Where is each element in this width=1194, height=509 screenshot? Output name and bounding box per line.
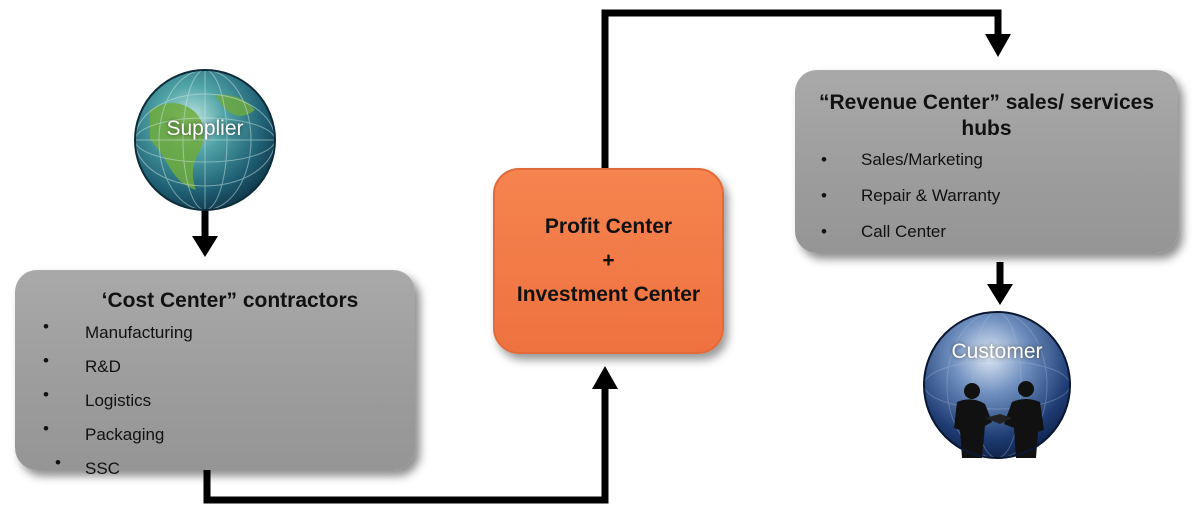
list-item: • Repair & Warranty — [821, 184, 1001, 220]
arrow-profit-to-revenue — [601, 9, 1011, 168]
profit-center-title: Profit Center — [544, 215, 673, 238]
arrow-supplier-to-cost — [192, 206, 218, 257]
list-item-label: Sales/Marketing — [861, 150, 983, 169]
profit-center-box: Profit Center + Investment Center — [493, 168, 724, 354]
list-item-label: R&D — [85, 357, 121, 376]
bullet-dot: • — [55, 453, 61, 472]
cost-center-box: ‘Cost Center” contractors • Manufacturing… — [15, 270, 415, 478]
profit-center-plus: + — [602, 249, 615, 272]
revenue-center-list: • Sales/Marketing • Repair & Warranty • Cal… — [821, 148, 1001, 256]
list-item: • Packaging — [43, 418, 193, 452]
list-item-label: SSC — [85, 459, 120, 478]
revenue-center-box: “Revenue Center” sales/ services hubs • S… — [795, 70, 1178, 253]
bullet-dot: • — [821, 222, 827, 241]
cost-center-title: ‘Cost Center” contractors — [101, 289, 359, 312]
list-item: • Manufacturing — [43, 316, 193, 350]
list-item-label: Repair & Warranty — [861, 186, 1001, 205]
bullet-dot: • — [43, 385, 49, 404]
list-item-label: Manufacturing — [85, 323, 193, 342]
arrow-cost-to-profit — [203, 366, 618, 504]
list-item: • Logistics — [43, 384, 193, 418]
list-item: • Call Center — [821, 220, 1000, 256]
investment-center-title: Investment Center — [516, 283, 701, 306]
bullet-dot: • — [43, 317, 49, 336]
globe-icon — [134, 69, 276, 211]
list-item-label: Call Center — [861, 222, 947, 241]
bullet-dot: • — [821, 186, 827, 205]
list-item: • SSC — [55, 452, 193, 486]
bullet-dot: • — [821, 150, 827, 169]
arrow-revenue-to-customer — [987, 262, 1013, 305]
handshake-globe-icon — [923, 311, 1071, 459]
bullet-dot: • — [43, 351, 49, 370]
list-item: • Sales/Marketing — [821, 148, 1000, 184]
supplier-label: Supplier — [166, 117, 244, 140]
cost-center-list: • Manufacturing • R&D • Logistics • Packagin… — [43, 316, 193, 486]
customer-label: Customer — [951, 340, 1043, 363]
list-item-label: Logistics — [85, 391, 152, 410]
revenue-center-title: “Revenue Center” sales/ services hubs — [818, 91, 1155, 140]
bullet-dot: • — [43, 419, 49, 438]
list-item: • R&D — [43, 350, 193, 384]
list-item-label: Packaging — [85, 425, 165, 444]
